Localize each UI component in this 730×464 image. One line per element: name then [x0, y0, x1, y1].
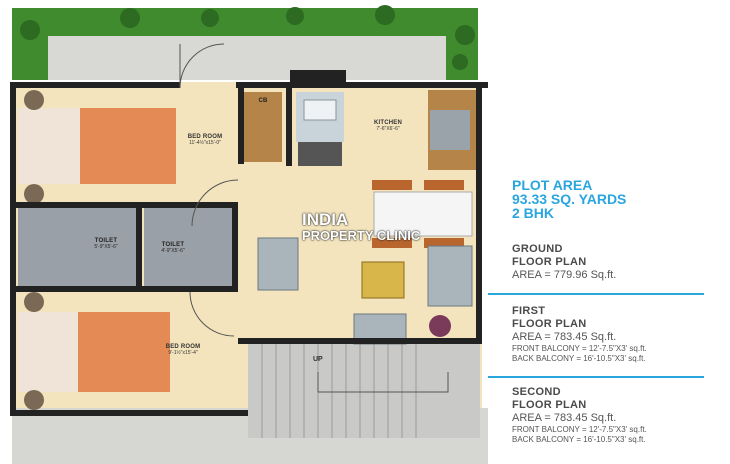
ground-floor-title-1: GROUND [512, 243, 563, 255]
lawn-shrubs [20, 5, 475, 70]
second-floor-title-2: FLOOR PLAN [512, 399, 587, 411]
first-floor-front-balcony: FRONT BALCONY = 12'-7.5"X3' sq.ft. [512, 344, 647, 353]
kitchen-label: KITCHEN 7'-6"X6'-6" [358, 120, 418, 133]
ground-floor-area: AREA = 779.96 Sq.ft. [512, 269, 617, 281]
plot-area-line-1: PLOT AREA [512, 177, 593, 193]
toilet-1-floor [18, 208, 136, 286]
first-floor-title-2: FLOOR PLAN [512, 318, 587, 330]
sofa-left [257, 237, 299, 291]
back-paving [48, 36, 446, 80]
center-table [361, 261, 405, 299]
stair-area [248, 342, 480, 438]
bed-1-pillows [18, 108, 80, 184]
dining-chairs [372, 180, 464, 248]
watermark-line-2: PROPERTY CLINIC [302, 228, 421, 243]
second-floor-back-balcony: BACK BALCONY = 16'-10.5"X3' sq.ft. [512, 435, 646, 444]
side-table-2a [24, 292, 44, 312]
plot-area-line-3: 2 BHK [512, 205, 555, 221]
toilet-1-label: TOILET 5'-9"X5'-6" [78, 238, 134, 251]
plot-area-line-2: 93.33 SQ. YARDS [512, 191, 627, 207]
dining-table [373, 191, 473, 237]
stair-arrow [317, 372, 449, 393]
plant [429, 315, 451, 337]
bed-room-1-label: BED ROOM 11'-4½"x15'-0" [170, 134, 240, 147]
first-floor-area: AREA = 783.45 Sq.ft. [512, 331, 617, 343]
door-swings [179, 43, 239, 337]
toilet-2-floor [144, 208, 236, 286]
first-floor-title-1: FIRST [512, 305, 546, 317]
ground-floor-title-2: FLOOR PLAN [512, 256, 587, 268]
toilet-1-dim: 5'-9"X5'-6" [94, 243, 118, 250]
second-floor-area: AREA = 783.45 Sq.ft. [512, 412, 617, 424]
bed-room-2-label: BED ROOM 9'-1½"x15'-4" [150, 344, 216, 357]
stair-up-label: UP [313, 356, 323, 363]
toilet-1-name: TOILET [94, 238, 118, 244]
hob [430, 110, 470, 150]
divider-2 [488, 376, 704, 378]
bed-room-1-name: BED ROOM [187, 134, 223, 140]
stair-treads [261, 342, 417, 438]
bed-room-1-dim: 11'-4½"x15'-0" [189, 139, 221, 146]
floor-plan: BED ROOM 11'-4½"x15'-0" BED ROOM 9'-1½"x… [10, 5, 488, 464]
watermark-line-1: INDIA [302, 210, 349, 229]
second-floor-title-1: SECOND [512, 386, 561, 398]
kitchen-dim: 7'-6"X6'-6" [376, 125, 400, 132]
floor-plan-drawing [10, 5, 488, 464]
plot-area-heading: PLOT AREA 93.33 SQ. YARDS 2 BHK [512, 178, 626, 220]
cb-label: CB [258, 98, 268, 104]
side-table-2b [24, 390, 44, 410]
toilet-2-name: TOILET [161, 242, 185, 248]
walls [10, 70, 488, 416]
divider-1 [488, 293, 704, 295]
side-table-1b [24, 184, 44, 204]
first-floor-back-balcony: BACK BALCONY = 16'-10.5"X3' sq.ft. [512, 354, 646, 363]
kitchen-name: KITCHEN [373, 120, 403, 126]
info-panel: PLOT AREA 93.33 SQ. YARDS 2 BHK GROUND F… [488, 0, 730, 464]
bed-2-pillows [18, 312, 78, 392]
cupboard [244, 92, 282, 162]
bed-room-2-name: BED ROOM [165, 344, 201, 350]
second-floor-section: SECOND FLOOR PLAN AREA = 783.45 Sq.ft. F… [512, 386, 647, 445]
toilet-2-dim: 4'-9"X5'-6" [161, 247, 185, 254]
toilet-2-label: TOILET 4'-9"X5'-6" [146, 242, 200, 255]
first-floor-section: FIRST FLOOR PLAN AREA = 783.45 Sq.ft. FR… [512, 305, 647, 364]
second-floor-front-balcony: FRONT BALCONY = 12'-7.5"X3' sq.ft. [512, 425, 647, 434]
watermark: INDIA PROPERTY CLINIC [302, 210, 421, 244]
fridge [298, 142, 342, 166]
ground-floor-section: GROUND FLOOR PLAN AREA = 779.96 Sq.ft. [512, 243, 616, 282]
side-table-1a [24, 90, 44, 110]
kitchen-sink [303, 99, 337, 121]
bed-room-2-dim: 9'-1½"x15'-4" [168, 349, 198, 356]
sofa-right [427, 245, 473, 307]
